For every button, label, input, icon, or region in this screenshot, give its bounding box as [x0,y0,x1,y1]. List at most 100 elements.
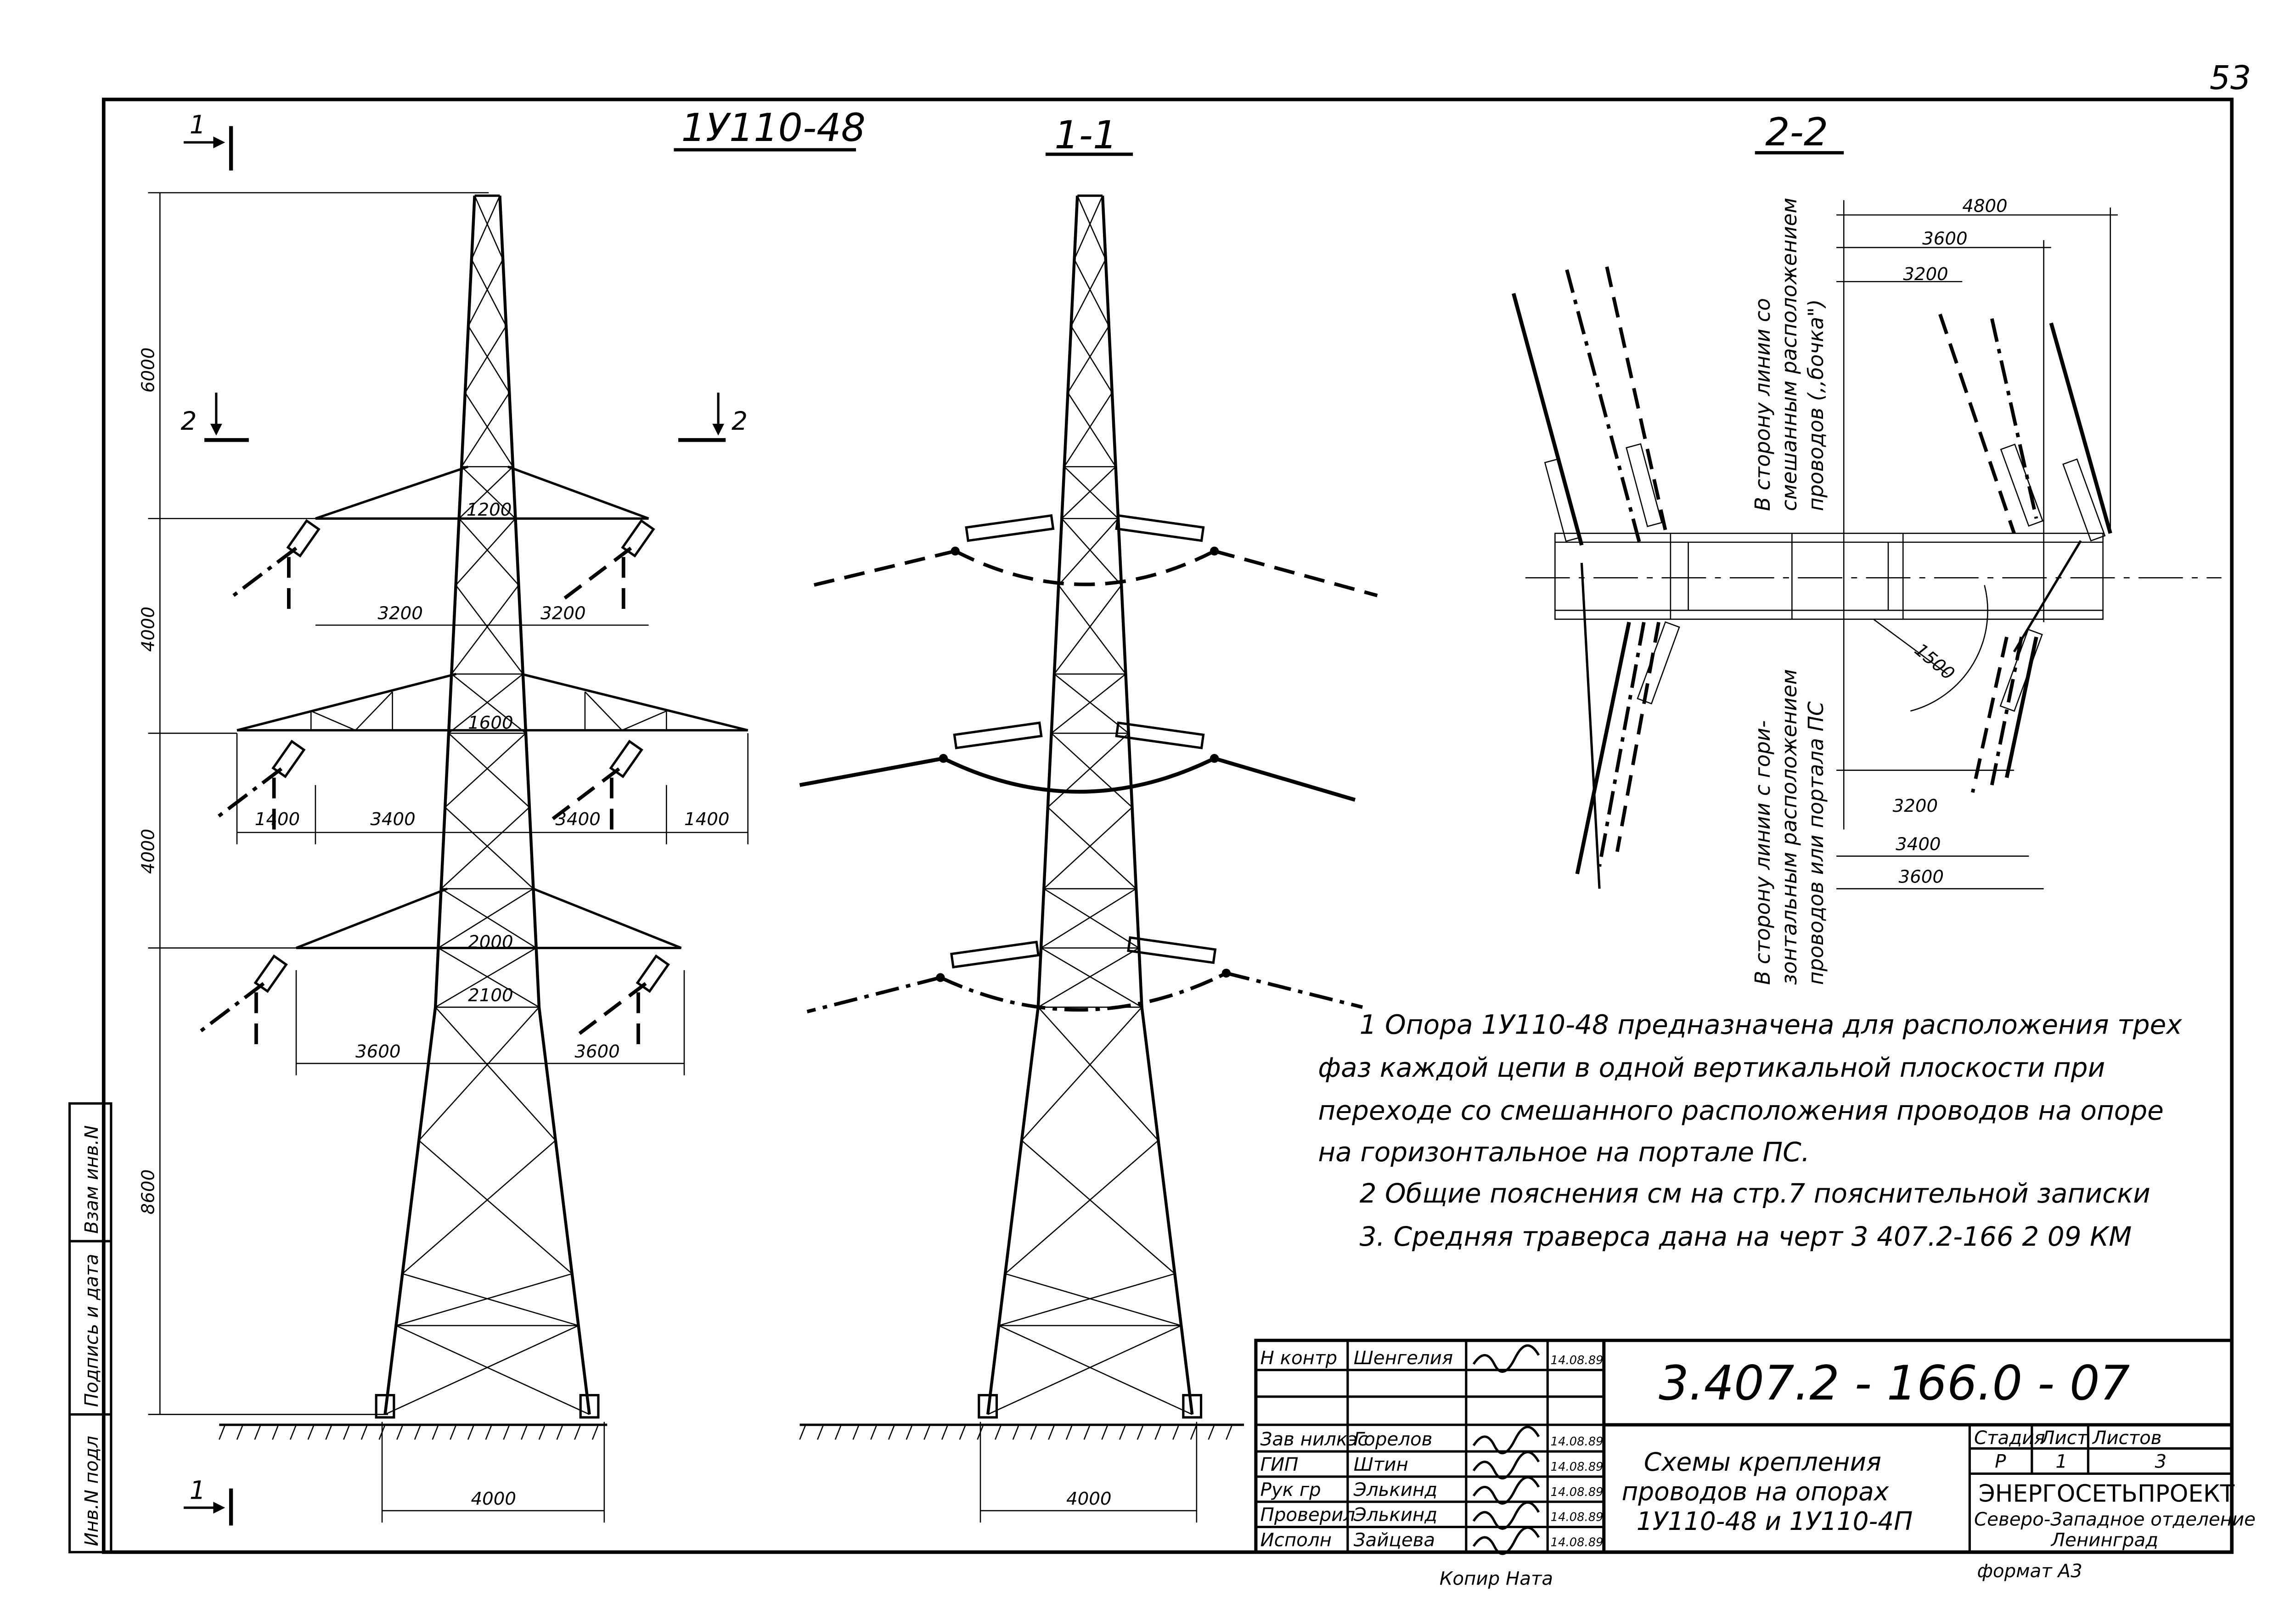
ground-hatch [1172,1424,1180,1440]
label: 3600 [1922,229,1967,249]
ground-hatch [485,1424,492,1440]
tower-brace [471,259,507,326]
wire [799,756,944,787]
wire-drop [228,546,298,600]
signature-mark [1472,1501,1540,1530]
wire-drop [214,767,283,821]
section-mark-1-bottom: 1 [183,1475,233,1526]
tower-brace [384,1325,579,1415]
tower-brace [1077,195,1106,260]
section-1-wires [799,514,1378,1013]
ground-hatch [834,1424,842,1440]
ground-hatch [1083,1424,1091,1440]
doc-number: 3.407.2 - 166.0 - 07 [1659,1356,2130,1411]
label: 3200 [377,603,422,624]
wire [1214,549,1378,597]
drawing-line [1971,636,2009,793]
copied-by: Копир Ната [1440,1568,1553,1589]
signature-name: Зайцева [1354,1529,1435,1551]
drawing-line [712,423,725,436]
label: 2000 [468,932,513,953]
label: 1200 [467,500,512,520]
signature-role: Проверил [1261,1504,1356,1526]
foundation-right [579,1394,600,1419]
tower-section-1-1 [978,194,1203,1419]
label: 1400 [255,809,300,830]
tower-brace [451,673,526,734]
tower-leg-right [1101,196,1194,1415]
wire-drop [196,982,265,1035]
insulator-icon [953,721,1043,749]
tower-brace [440,807,530,889]
ground-hatch [1208,1424,1215,1440]
tower-brace [418,1006,540,1141]
page-number: 53 [2210,59,2251,97]
drawing-line [507,465,649,520]
tower-brace [1070,259,1106,326]
label: 1 [190,110,206,140]
tower-brace [1053,585,1122,675]
tower-brace [1005,1273,1182,1327]
section-mark-1-top: 1 [183,110,233,171]
signature-date: 14.08.89 [1551,1435,1604,1449]
drawing-line [1580,562,1601,889]
drawing-line [1575,622,1631,875]
section-2-title: 2-2 [1765,110,1828,155]
ground-hatch [1119,1424,1126,1440]
label: 1 [190,1475,206,1505]
front-view-title: 1У110-48 [681,105,866,150]
tower-brace [1041,888,1137,949]
signature-name: Шенгелия [1354,1347,1453,1369]
note-1-line-2: фаз каждой цепи в одной вертикальной пло… [1318,1052,2105,1083]
stamp-vzam-inv: Взам инв.N [81,1125,102,1234]
wire-drop [551,767,620,821]
tower-brace [1047,807,1137,889]
foundation-left [978,1394,998,1419]
section-mark-2-left: 2 [180,393,249,442]
drawing-line [1938,313,2016,534]
tower-brace [1021,1140,1176,1275]
tower-brace [1021,1006,1142,1141]
tower-brace [1051,673,1126,734]
signature-role: ГИП [1261,1454,1299,1475]
tower-brace [435,1006,556,1141]
section-2-label-bottom-line-1: В сторону линии с гори- [1750,720,1775,985]
label: 4000 [138,607,158,652]
drawing-line [1511,292,1584,546]
tower-brace [395,1325,590,1415]
ground-hatch [378,1424,386,1440]
tower-brace [418,1140,573,1275]
tower-brace [402,1140,556,1275]
drawing-line [1626,443,1663,528]
drawing-name-line-1: Схемы крепления [1644,1447,1881,1477]
tower-brace [458,518,519,586]
section-2-2-plan: 4800 3600 3200 3200 3400 3600 1500 В сто… [1511,196,2222,985]
section-1-title: 1-1 [1054,112,1117,157]
ground-hatch [254,1424,261,1440]
attachment-point [1221,968,1231,978]
label: 1600 [468,713,513,733]
ground-hatch [1101,1424,1109,1440]
tower-brace [1064,392,1113,467]
wire [1226,971,1363,1009]
front-insulators [196,519,670,1052]
drawing-line [622,710,667,731]
wire-drop [563,546,632,600]
drawing-line [533,888,682,949]
drawing-line [1873,618,1948,675]
drawing-line [1990,318,2038,519]
drawing-line [2000,444,2043,527]
front-crossarms [236,465,748,950]
drawing-line [1999,629,2043,712]
attachment-point [936,973,945,982]
tower-brace [1041,947,1142,1008]
ground-hatch [450,1424,457,1440]
wire-jumper [954,549,1216,586]
section-2-label-top-line-1: В сторону линии со [1750,298,1775,511]
attachment-point [1210,754,1219,763]
drawing-line [68,1102,113,1553]
stamp-sign-date: Подпись и дата [81,1254,102,1407]
tower-brace [1047,732,1129,808]
section-2-label-bottom-line-3: проводов или портала ПС [1804,701,1828,985]
